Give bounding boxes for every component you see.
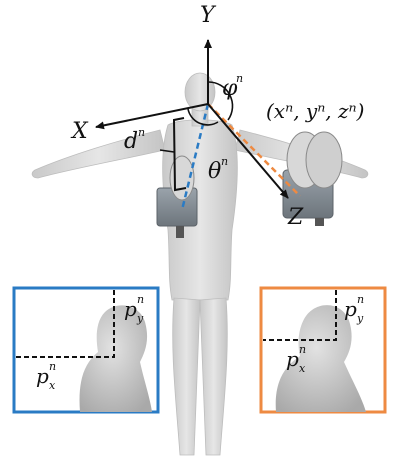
svg-text:n: n <box>299 343 306 356</box>
left-inset-px-label: p n x <box>36 360 56 392</box>
x-axis-arrow <box>95 103 209 130</box>
svg-text:n: n <box>49 360 56 373</box>
y-axis-label: Y <box>200 3 217 28</box>
right-camera-distance-line <box>207 103 301 197</box>
svg-text:x: x <box>49 379 56 392</box>
distance-label: d n <box>124 126 145 154</box>
right-camera-view-inset: p n y p n x <box>259 286 387 414</box>
left-inset-head-icon <box>79 305 152 412</box>
phi-angle-arc <box>207 81 234 121</box>
z-axis-arrow <box>207 103 289 199</box>
right-inset-py-label: p n y <box>344 293 364 325</box>
left-camera-icon <box>156 155 198 238</box>
svg-text:p: p <box>124 297 137 321</box>
camera-position-label: (xⁿ, yⁿ, zⁿ) <box>266 99 364 123</box>
svg-text:x: x <box>299 362 306 375</box>
svg-text:n: n <box>221 155 228 168</box>
svg-text:n: n <box>138 126 145 139</box>
svg-text:p: p <box>344 297 357 321</box>
left-inset-py-label: p n y <box>124 293 144 325</box>
svg-text:θ: θ <box>208 159 221 184</box>
svg-text:p: p <box>286 347 299 371</box>
svg-text:n: n <box>357 293 364 306</box>
svg-text:φ: φ <box>222 76 238 101</box>
x-axis-label: X <box>70 119 89 144</box>
svg-text:p: p <box>36 364 49 388</box>
right-camera-icon <box>282 131 343 226</box>
theta-label: θ n <box>208 155 228 184</box>
distance-bracket <box>172 117 187 192</box>
left-camera-distance-line <box>180 103 210 211</box>
left-inset-crosshair <box>16 290 115 358</box>
phi-label: φ n <box>222 72 243 101</box>
z-axis-label: Z <box>287 205 304 230</box>
right-inset-crosshair <box>263 290 337 341</box>
svg-text:y: y <box>136 312 144 325</box>
theta-angle-arc <box>187 108 219 126</box>
svg-text:y: y <box>356 312 364 325</box>
svg-text:d: d <box>124 129 138 154</box>
svg-text:n: n <box>236 72 243 85</box>
right-inset-head-icon <box>275 305 366 412</box>
svg-text:n: n <box>137 293 144 306</box>
right-inset-px-label: p n x <box>286 343 306 375</box>
left-camera-view-inset: p n y p n x <box>12 286 160 414</box>
